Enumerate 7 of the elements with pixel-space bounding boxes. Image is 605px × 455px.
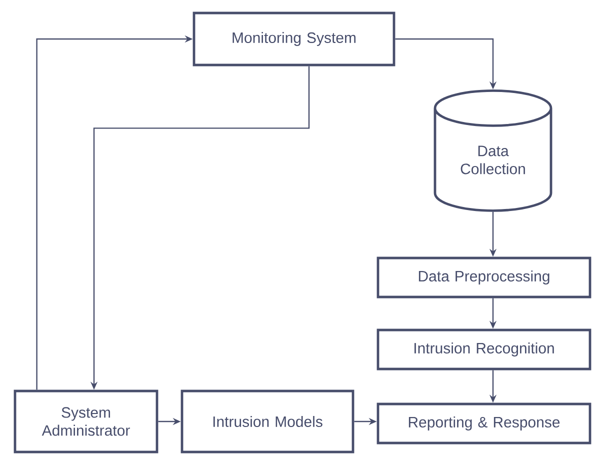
database-cylinder: Data Collection [434, 89, 552, 212]
process-box: Intrusion Models [180, 390, 354, 454]
process-box: Data Preprocessing [376, 256, 592, 298]
process-box: Monitoring System [192, 12, 396, 66]
process-box: Reporting & Response [376, 402, 592, 444]
process-box: Intrusion Recognition [376, 328, 592, 370]
process-box: System Administrator [14, 390, 158, 454]
